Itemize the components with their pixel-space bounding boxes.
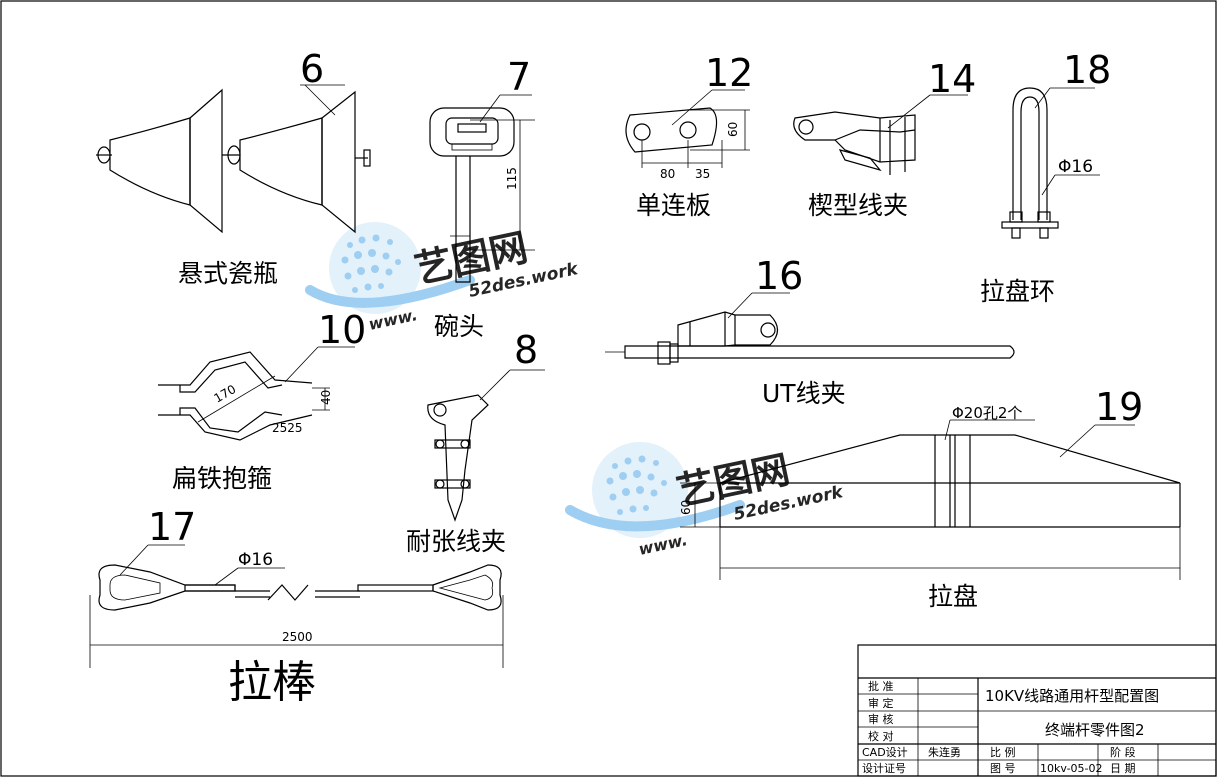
drawing-no-label: 图 号 [990,762,1016,775]
row-certify: 审 定 [868,696,894,710]
part-caption: 耐张线夹 [406,527,506,556]
row-review: 审 核 [868,712,894,726]
part-caption: 悬式瓷瓶 [178,259,278,288]
part-caption: 碗头 [434,312,484,341]
part-caption: 楔型线夹 [808,191,908,220]
row-check: 校 对 [868,729,894,743]
part-6-suspension-insulator: 6 悬式瓷瓶 [96,47,371,288]
part-number: 10 [318,308,366,352]
part-18-u-ring: 18 Φ16 拉盘环 [980,48,1111,306]
part-caption: 单连板 [636,191,711,220]
date-label: 日 期 [1110,762,1136,775]
dim-height: 60 [679,500,693,515]
dim-dia: Φ16 [1058,157,1093,177]
part-8-strain-clamp: 8 耐张线夹 [406,328,545,556]
dim-a: 80 [660,167,675,181]
watermark-middle: 艺图网 52des.work www. [565,442,846,559]
dim-dia: 170 [212,382,239,406]
part-number: 18 [1063,48,1111,92]
part-14-wedge-clamp: 14 楔型线夹 [793,57,976,220]
project-title: 10KV线路通用杆型配置图 [985,687,1159,705]
part-number: 19 [1095,385,1143,429]
part-16-ut-clamp: 16 UT线夹 [605,254,1015,408]
dim-hole: Φ20孔2个 [952,404,1022,422]
part-caption: 拉棒 [228,657,316,708]
part-19-anchor-plate: 60 Φ20孔2个 19 拉盘 [679,385,1181,611]
part-number: 8 [514,328,538,372]
part-number: 16 [755,254,803,298]
part-10-hoop: 170 40 2525 10 扁铁抱箍 [158,308,366,493]
part-caption: 拉盘环 [980,277,1055,306]
dim-length: 115 [505,167,519,190]
scale-label: 比 例 [990,745,1016,759]
drawing-no: 10kv-05-02 [1040,762,1103,775]
part-number: 12 [705,51,753,95]
dim-b: 35 [695,167,710,181]
part-number: 14 [928,57,976,101]
stage-label: 阶 段 [1110,745,1136,759]
part-17-stay-rod: 2500 17 Φ16 拉棒 [89,505,504,708]
cad-label: CAD设计 [862,746,908,759]
part-caption: 拉盘 [928,582,978,611]
title-block: 批 准 审 定 审 核 校 对 CAD设计 朱连勇 设计证号 10KV线路通用杆… [857,644,1217,777]
part-number: 6 [300,47,324,91]
part-number: 17 [148,505,196,549]
cert-label: 设计证号 [862,762,906,775]
dim-h: 40 [319,390,333,405]
dim-dia: Φ16 [238,550,273,570]
row-approve: 批 准 [868,679,894,693]
dim-length: 2500 [282,630,313,644]
part-12-link-plate: 60 80 35 12 单连板 [625,51,753,220]
part-caption: UT线夹 [762,379,846,408]
dim-w: 2525 [272,421,303,435]
drawing-title: 终端杆零件图2 [1045,721,1145,739]
part-number: 7 [507,55,531,99]
dim-height: 60 [726,122,740,137]
part-7-socket-clevis: 115 7 碗头 [429,55,535,341]
part-caption: 扁铁抱箍 [172,464,272,493]
cad-name: 朱连勇 [928,746,961,759]
